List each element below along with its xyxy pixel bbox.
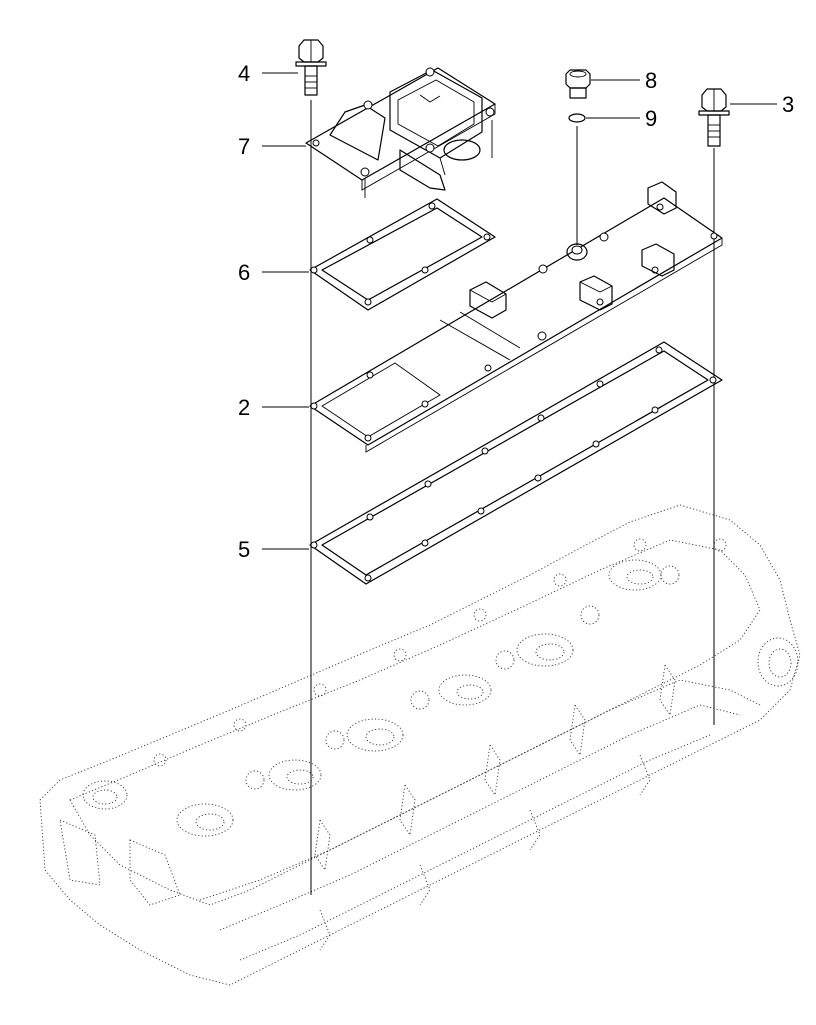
bolt-right: [698, 88, 730, 147]
callout-4: 4: [238, 61, 250, 86]
plug: [565, 69, 591, 99]
callout-8: 8: [645, 68, 657, 93]
gasket-lower: [309, 341, 723, 585]
callout-9: 9: [645, 106, 657, 131]
intake-housing: [305, 67, 496, 198]
callout-6: 6: [238, 260, 250, 285]
bolt-left: [295, 39, 327, 96]
cover-plate: [309, 181, 723, 453]
cylinder-head: [39, 504, 801, 986]
callout-2: 2: [238, 395, 250, 420]
callout-3: 3: [782, 92, 794, 117]
o-ring: [568, 113, 586, 123]
gasket-upper: [309, 198, 496, 311]
callout-7: 7: [238, 134, 250, 159]
callout-5: 5: [238, 537, 250, 562]
